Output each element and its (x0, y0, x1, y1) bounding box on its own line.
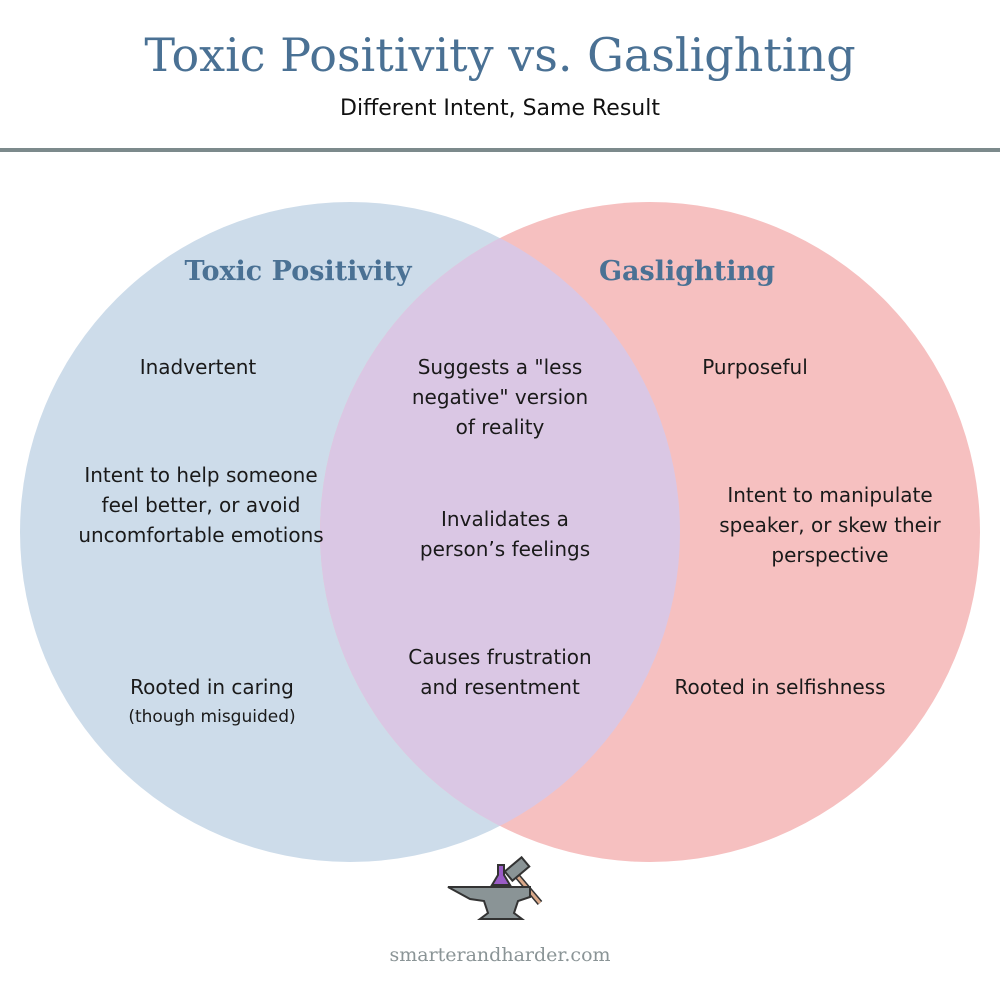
overlap-region (320, 202, 680, 862)
page-title: Toxic Positivity vs. Gaslighting (144, 28, 856, 82)
divider (0, 148, 1000, 152)
center-item: Causes frustration and resentment (408, 645, 592, 699)
anvil-logo-icon (447, 855, 543, 920)
center-item: Suggests a "less negative" version of re… (411, 355, 589, 439)
center-item: Invalidates a person’s feelings (419, 507, 591, 561)
left-heading: Toxic Positivity (184, 256, 412, 287)
left-item: Inadvertent (139, 355, 257, 379)
left-item-note: (though misguided) (128, 707, 296, 727)
page-subtitle: Different Intent, Same Result (340, 96, 660, 121)
right-heading: Gaslighting (598, 256, 775, 287)
right-item: Purposeful (702, 355, 808, 379)
right-item: Rooted in selfishness (674, 675, 886, 699)
left-item: Intent to help someone feel better, or a… (78, 463, 324, 547)
footer-site: smarterandharder.com (389, 944, 611, 966)
left-item: Rooted in caring (130, 675, 294, 699)
right-item: Intent to manipulate speaker, or skew th… (719, 483, 941, 567)
